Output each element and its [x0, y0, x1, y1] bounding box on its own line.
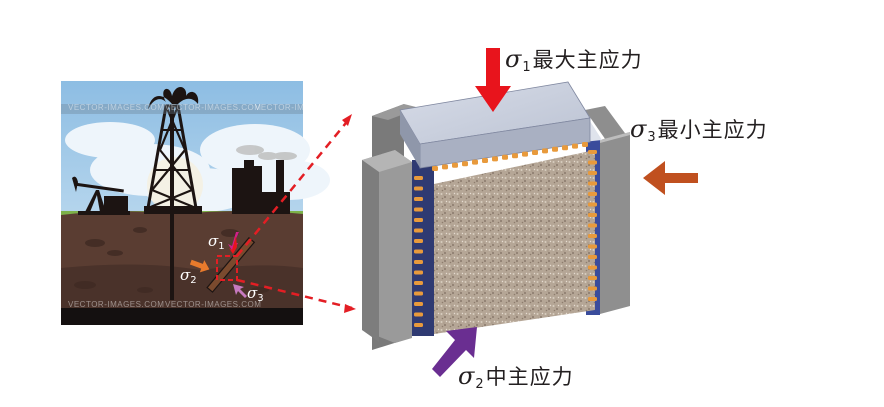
right-side-block: [600, 132, 630, 314]
piston-head: [414, 281, 423, 285]
piston-head: [572, 143, 578, 149]
piston-head: [588, 265, 597, 270]
piston-head: [588, 150, 597, 154]
piston-head: [512, 153, 518, 159]
rock-specimen: [434, 150, 595, 334]
inset-sigma2-label: σ2: [180, 266, 197, 286]
callout-box: [216, 255, 238, 281]
piston-head: [588, 192, 597, 196]
smoke: [236, 145, 297, 160]
piston-head: [414, 260, 423, 264]
piston-head: [472, 159, 478, 165]
piston-head: [532, 150, 538, 155]
piston-head: [588, 297, 597, 301]
sigma3-arrow: [643, 161, 698, 195]
piston-head: [588, 286, 597, 291]
piston-head: [588, 244, 597, 249]
callout-arrowhead-lower: [344, 304, 356, 313]
callout-line-upper: [236, 117, 351, 257]
piston-head: [414, 197, 423, 201]
piston-head: [414, 323, 423, 327]
watermark-text: VECTOR-IMAGES.COM: [68, 300, 165, 309]
inset-sigma2-arrow: [189, 259, 210, 273]
sigma1-arrow: [475, 48, 511, 112]
piston-head: [462, 161, 468, 167]
piston-head: [588, 255, 597, 259]
sigma1-label: σ1最大主应力: [505, 45, 643, 75]
piston-head: [588, 160, 597, 165]
piston-head: [414, 239, 423, 243]
oil-gusher: [148, 86, 199, 110]
ground-layer: [61, 264, 303, 310]
piston-head: [588, 276, 597, 280]
piston-head: [482, 158, 488, 163]
inset-sigma1-arrow: [228, 232, 239, 254]
piston-array: [414, 142, 597, 327]
factory: [232, 160, 290, 214]
piston-head: [414, 218, 423, 222]
sigma3-text: 最小主应力: [657, 118, 768, 142]
piston-head: [588, 202, 597, 207]
piston-head: [542, 148, 548, 154]
piston-head: [442, 164, 448, 170]
piston-head: [414, 186, 423, 191]
piston-head: [522, 151, 528, 157]
ground-pebbles: [74, 227, 269, 293]
watermark-text: VECTOR-IMAGES.COM: [68, 103, 165, 112]
piston-head: [414, 207, 423, 212]
piston-head: [588, 234, 597, 238]
callout-line-lower: [236, 278, 353, 310]
inset-sigma3-label: σ3: [247, 284, 264, 304]
bedrock: [61, 308, 303, 325]
piston-head: [432, 166, 438, 171]
piston-head: [552, 146, 558, 152]
piston-head: [414, 291, 423, 296]
watermark-band: [61, 104, 303, 114]
piston-head: [492, 156, 498, 162]
sigma2-label: σ2中主应力: [458, 362, 574, 392]
piston-head: [588, 213, 597, 217]
oil-derrick: [146, 104, 198, 300]
pump-jack: [72, 176, 130, 215]
sigma3-label: σ3最小主应力: [630, 115, 768, 145]
watermark-text: VECTOR-IMAGES.COM: [255, 103, 352, 112]
callout-arrowhead-upper: [342, 114, 352, 126]
watermark-text: VECTOR-IMAGES.COM: [165, 103, 262, 112]
piston-head: [414, 176, 423, 180]
sigma2-text: 中主应力: [485, 365, 574, 389]
derrick-base: [144, 206, 202, 214]
triaxial-apparatus: [362, 81, 630, 350]
sigma2-arrow: [432, 327, 477, 377]
piston-head: [414, 302, 423, 306]
piston-head: [414, 249, 423, 254]
piston-head: [562, 145, 568, 151]
left-pistons: [412, 160, 434, 336]
inset-sigma1-label: σ1: [208, 232, 225, 252]
piston-head: [452, 162, 458, 168]
oilfield-scene: [61, 81, 356, 325]
piston-head: [414, 312, 423, 317]
inset-sigma3-arrow: [233, 284, 247, 298]
piston-head: [588, 171, 597, 175]
piston-head: [502, 154, 508, 160]
piston-head: [588, 181, 597, 186]
piston-head: [414, 228, 423, 233]
piston-head: [414, 270, 423, 275]
piston-head: [582, 142, 588, 147]
watermark-text: VECTOR-IMAGES.COM: [165, 300, 262, 309]
sigma1-text: 最大主应力: [532, 48, 643, 72]
piston-head: [588, 223, 597, 228]
